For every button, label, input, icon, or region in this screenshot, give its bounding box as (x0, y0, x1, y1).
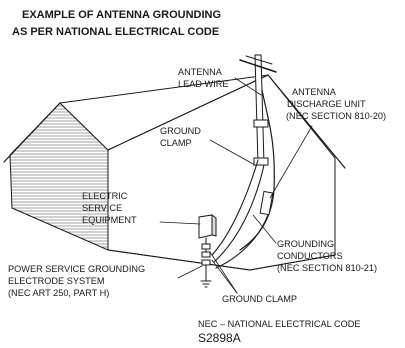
figure-code: S2898A (198, 331, 241, 345)
gable-edge (107, 74, 269, 151)
mast-ground-clamp (253, 157, 269, 166)
ground-symbol (200, 280, 212, 288)
nec-note: NEC – NATIONAL ELECTRICAL CODE (198, 319, 361, 329)
label-discharge-unit: ANTENNA DISCHARGE UNIT (NEC SECTION 810-… (286, 87, 386, 121)
label-ground-clamp-top: GROUND CLAMP (160, 126, 203, 148)
title-line-2: AS PER NATIONAL ELECTRICAL CODE (12, 26, 219, 38)
equipment-side (211, 214, 217, 237)
antenna-element (245, 55, 273, 65)
title-line-1: EXAMPLE OF ANTENNA GROUNDING (22, 9, 221, 21)
label-electric-service: ELECTRIC SERVICE EQUIPMENT (82, 191, 137, 225)
label-power-service: POWER SERVICE GROUNDING ELECTRODE SYSTEM… (8, 264, 148, 298)
house-base (107, 249, 336, 271)
antenna-discharge-unit (259, 190, 274, 216)
leader-ground-clamp-bottom-2 (211, 259, 238, 294)
electric-service-equipment (198, 214, 213, 239)
bottom-ground-clamp (201, 259, 211, 266)
label-grounding-conductors: GROUNDING CONDUCTORS (NEC SECTION 810-21… (277, 239, 377, 273)
leader-grounding-conductors (252, 214, 277, 244)
bottom-ground-clamp (201, 243, 211, 250)
antenna-element (239, 59, 277, 73)
bottom-ground-clamp (201, 251, 211, 258)
leader-electric-service (159, 221, 201, 225)
leader-lead-wire (234, 77, 262, 96)
leader-ground-clamp-top (209, 139, 256, 166)
leader-discharge-unit (269, 125, 313, 199)
roof-left-slope (3, 102, 61, 163)
mast-ground-clamp (253, 119, 269, 128)
grounding-conductor (213, 164, 265, 263)
label-ground-clamp-bottom: GROUND CLAMP (222, 294, 297, 304)
leader-power-service (177, 265, 203, 279)
grounding-conductor (211, 159, 259, 256)
grounding-conductor (215, 214, 269, 269)
label-antenna-lead-wire: ANTENNA LEAD WIRE (178, 67, 229, 89)
leader-ground-clamp-bottom-1 (209, 251, 238, 294)
